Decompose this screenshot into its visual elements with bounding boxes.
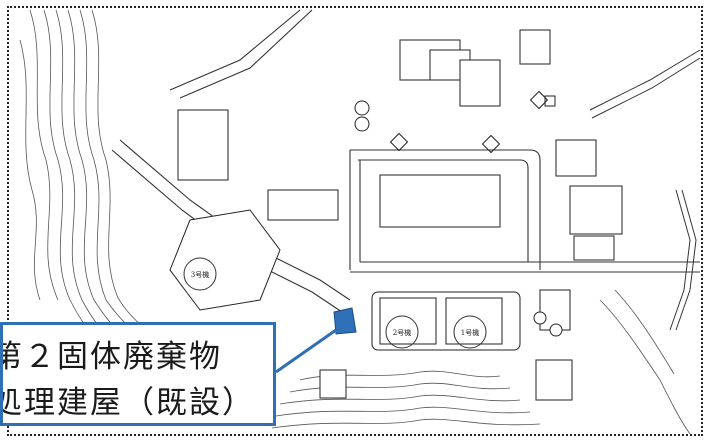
unit-2-label: 2号機	[393, 328, 411, 337]
map-frame	[7, 6, 703, 436]
callout-box: 第２固体廃棄物 処理建屋（既設）	[0, 322, 276, 426]
callout-line-2: 処理建屋（既設）	[0, 385, 255, 421]
breakwater	[589, 49, 701, 331]
unit-1-label: 1号機	[461, 328, 479, 337]
highlighted-building	[333, 307, 357, 335]
buildings	[169, 29, 623, 401]
callout-line-1: 第２固体廃棄物	[0, 339, 222, 375]
unit-3-label: 3号機	[191, 270, 209, 279]
unit-labels: 3号機 2号機 1号機	[183, 257, 487, 349]
callout-leader-line	[275, 328, 337, 374]
markers	[389, 90, 556, 154]
